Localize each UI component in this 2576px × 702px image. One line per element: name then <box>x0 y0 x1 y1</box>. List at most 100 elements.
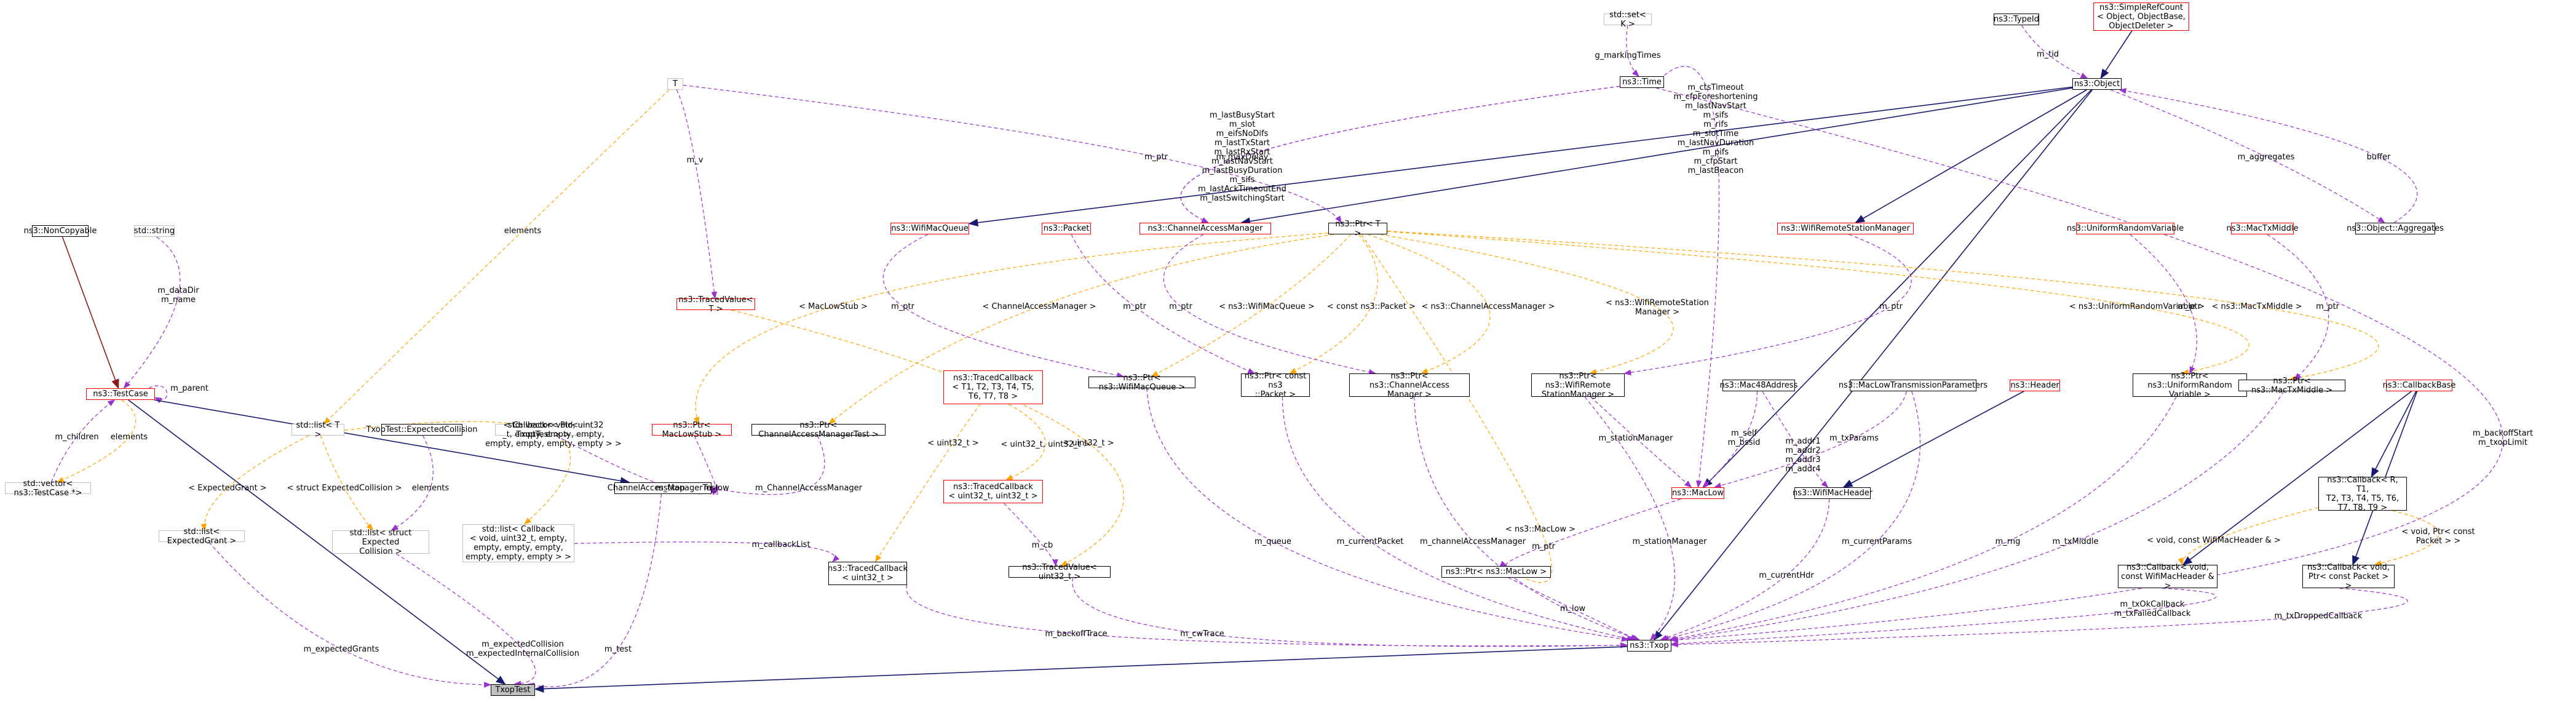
edge-label: buffer <box>2366 152 2391 162</box>
class-node-list-t[interactable]: std::list< T > <box>291 421 344 439</box>
class-node-ptr-mac-low[interactable]: ns3::Ptr< ns3::MacLow > <box>1441 566 1551 578</box>
class-node-set-k[interactable]: std::set< K > <box>1604 10 1652 29</box>
edge-composition <box>1180 86 1620 223</box>
class-node-mac48[interactable]: ns3::Mac48Address <box>1719 380 1798 391</box>
edge-label: m_txMiddle <box>2052 536 2099 546</box>
edge-label: m_ptr <box>891 301 914 311</box>
edge-label: < uint32_t > <box>1063 438 1114 448</box>
edge-label: elements <box>110 432 148 442</box>
edge-template <box>1005 404 1046 481</box>
class-node-string[interactable]: std::string <box>133 225 175 237</box>
class-node-ptr-w-r-s-m[interactable]: ns3::Ptr< ns3::WifiRemote StationManager… <box>1531 372 1625 399</box>
edge-label: m_ctsTimeout m_cfpForeshortening m_lastN… <box>1673 83 1758 175</box>
edge-composition <box>2118 88 2418 223</box>
edge-inheritance <box>2371 391 2417 478</box>
class-node-m-l-t-p[interactable]: ns3::MacLowTransmissionParameters <box>1838 380 1988 391</box>
edge-label: m_self m_bssid <box>1727 429 1761 447</box>
class-node-exp-coll[interactable]: TxopTest::ExpectedCollision <box>366 424 478 436</box>
edge-composition <box>1584 396 1675 640</box>
class-node-mac-tx-middle[interactable]: ns3::MacTxMiddle <box>2226 223 2299 234</box>
edge-label: < ns3::WifiRemoteStation Manager > <box>1606 298 1709 317</box>
edge-composition <box>1670 391 2285 642</box>
class-node-ptr-c-a-m-test[interactable]: ns3::Ptr< ChannelAccessManagerTest > <box>751 421 886 439</box>
edge-label: < ns3::MacTxMiddle > <box>2211 301 2302 311</box>
class-node-header[interactable]: ns3::Header <box>2010 380 2060 391</box>
edge-composition <box>1655 87 2503 643</box>
class-node-traced-callback-t[interactable]: ns3::TracedCallback < T1, T2, T3, T4, T5… <box>943 370 1043 404</box>
class-node-c-a-m[interactable]: ns3::ChannelAccessManager <box>1139 223 1271 234</box>
class-node-callback-base[interactable]: ns3::CallbackBase <box>2382 380 2456 391</box>
edge-label: < ns3::ChannelAccessManager > <box>1421 301 1555 311</box>
edge-label: m_backoffStart m_txopLimit <box>2472 429 2534 447</box>
edge-label: m_lastBusyStart m_slot m_eifsNoDifs m_la… <box>1198 111 1286 203</box>
edge-label: m_ptr <box>1532 541 1555 551</box>
class-node-time[interactable]: ns3::Time <box>1620 76 1664 88</box>
class-node-ptr-mac-low-stub[interactable]: ns3::Ptr< MacLowStub > <box>652 421 732 439</box>
class-node-aggregates[interactable]: ns3::Object::Aggregates <box>2347 223 2444 234</box>
edge-composition <box>123 236 181 389</box>
class-node-ptr-t[interactable]: ns3::Ptr< T > <box>1328 220 1387 238</box>
class-node-txop-test[interactable]: TxopTest <box>491 684 535 696</box>
class-node-s-r-c[interactable]: ns3::SimpleRefCount < Object, ObjectBase… <box>2093 2 2189 31</box>
class-node-vec-t-c[interactable]: std::vector< ns3::TestCase *> <box>5 479 91 498</box>
class-node-object[interactable]: ns3::Object <box>2072 78 2122 90</box>
class-node-ptr-w-m-q[interactable]: ns3::Ptr< ns3::WifiMacQueue > <box>1088 373 1195 392</box>
edge-label: < void, Ptr< const Packet > > <box>2401 527 2475 546</box>
class-node-traced-value-u[interactable]: ns3::TracedValue< uint32_t > <box>1009 563 1111 581</box>
class-node-txop[interactable]: ns3::Txop <box>1627 640 1671 652</box>
edge-composition <box>574 541 840 562</box>
class-node-packet[interactable]: ns3::Packet <box>1042 223 1091 234</box>
edge-label: < MacLowStub > <box>799 301 868 311</box>
edge-template <box>1379 234 1674 375</box>
class-node-wifi-mac-queue[interactable]: ns3::WifiMacQueue <box>890 223 969 234</box>
edge-label: g_markingTimes <box>1595 50 1661 60</box>
edge-composition <box>1762 391 1829 488</box>
class-node-list-exp-grant[interactable]: std::list< ExpectedGrant > <box>159 527 245 546</box>
edge-composition <box>395 553 536 687</box>
class-node-ptr-m-t-m[interactable]: ns3::Ptr< ns3::MacTxMiddle > <box>2238 377 2345 395</box>
class-node-callback-pkt[interactable]: ns3::Callback< void, Ptr< const Packet >… <box>2302 563 2395 591</box>
edge-composition <box>1004 503 1058 567</box>
edge-template <box>1361 234 1552 583</box>
class-node-traced-callback-u2[interactable]: ns3::TracedCallback < uint32_t, uint32_t… <box>943 480 1043 503</box>
class-node-w-r-s-m[interactable]: ns3::WifiRemoteStationManager <box>1777 223 1914 234</box>
class-node-list-exp-coll[interactable]: std::list< struct Expected Collision > <box>332 528 429 556</box>
edge-label: m_children <box>55 432 99 442</box>
class-node-t[interactable]: T <box>667 78 683 90</box>
class-node-type-id[interactable]: ns3::TypeId <box>1994 14 2039 25</box>
class-node-u-r-v[interactable]: ns3::UniformRandomVariable <box>2066 223 2184 234</box>
edge-inheritance <box>1240 87 2073 226</box>
class-node-callback-t[interactable]: ns3::Callback< R, T1, T2, T3, T4, T5, T6… <box>2318 476 2407 513</box>
class-node-w-m-h[interactable]: ns3::WifiMacHeader <box>1792 487 1873 499</box>
edge-inheritance <box>968 86 2073 227</box>
edge-inheritance <box>128 399 506 685</box>
class-node-ptr-c-a-m[interactable]: ns3::Ptr< ns3::ChannelAccess Manager > <box>1349 372 1470 399</box>
edge-inheritance <box>1842 391 2024 488</box>
class-node-list-callback[interactable]: std::list< Callback < void, uint32_t, em… <box>462 524 574 562</box>
edge-composition <box>1660 498 1830 640</box>
class-node-mac-low[interactable]: ns3::MacLow <box>1671 487 1724 499</box>
edge-label: m_callbackList <box>751 540 810 549</box>
class-node-c-a-m-test[interactable]: ChannelAccessManagerTest <box>607 482 719 494</box>
edge-template <box>56 399 137 483</box>
edge-composition <box>1499 498 1681 567</box>
edge-composition <box>1668 396 2177 642</box>
edge-label: m_txop <box>656 483 685 493</box>
edge-label: m_stationManager <box>1632 536 1707 546</box>
class-node-non-copyable[interactable]: ns3::NonCopyable <box>23 225 97 237</box>
class-node-ptr-u-r-v[interactable]: ns3::Ptr< ns3::UniformRandom Variable > <box>2133 372 2247 399</box>
class-node-test-case[interactable]: ns3::TestCase <box>86 388 155 400</box>
edge-inheritance <box>534 646 1628 693</box>
edge-label: m_txOkCallback m_txFailedCallback <box>2114 600 2191 618</box>
class-node-traced-value-t[interactable]: ns3::TracedValue< T > <box>676 295 755 314</box>
edge-label: < ns3::MacLow > <box>1505 524 1576 534</box>
class-node-callback-w-m-h[interactable]: ns3::Callback< void, const WifiMacHeader… <box>2118 563 2217 591</box>
edge-label: m_maxDelay <box>1216 152 1269 162</box>
edge-label: < void, const WifiMacHeader & > <box>2147 535 2281 545</box>
class-node-traced-callback-u[interactable]: ns3::TracedCallback < uint32_t > <box>828 562 908 585</box>
edge-label: < struct ExpectedCollision > <box>287 483 402 493</box>
edge-composition <box>882 234 1125 378</box>
class-node-ptr-const-packet[interactable]: ns3::Ptr< const ns3 ::Packet > <box>1241 372 1310 399</box>
